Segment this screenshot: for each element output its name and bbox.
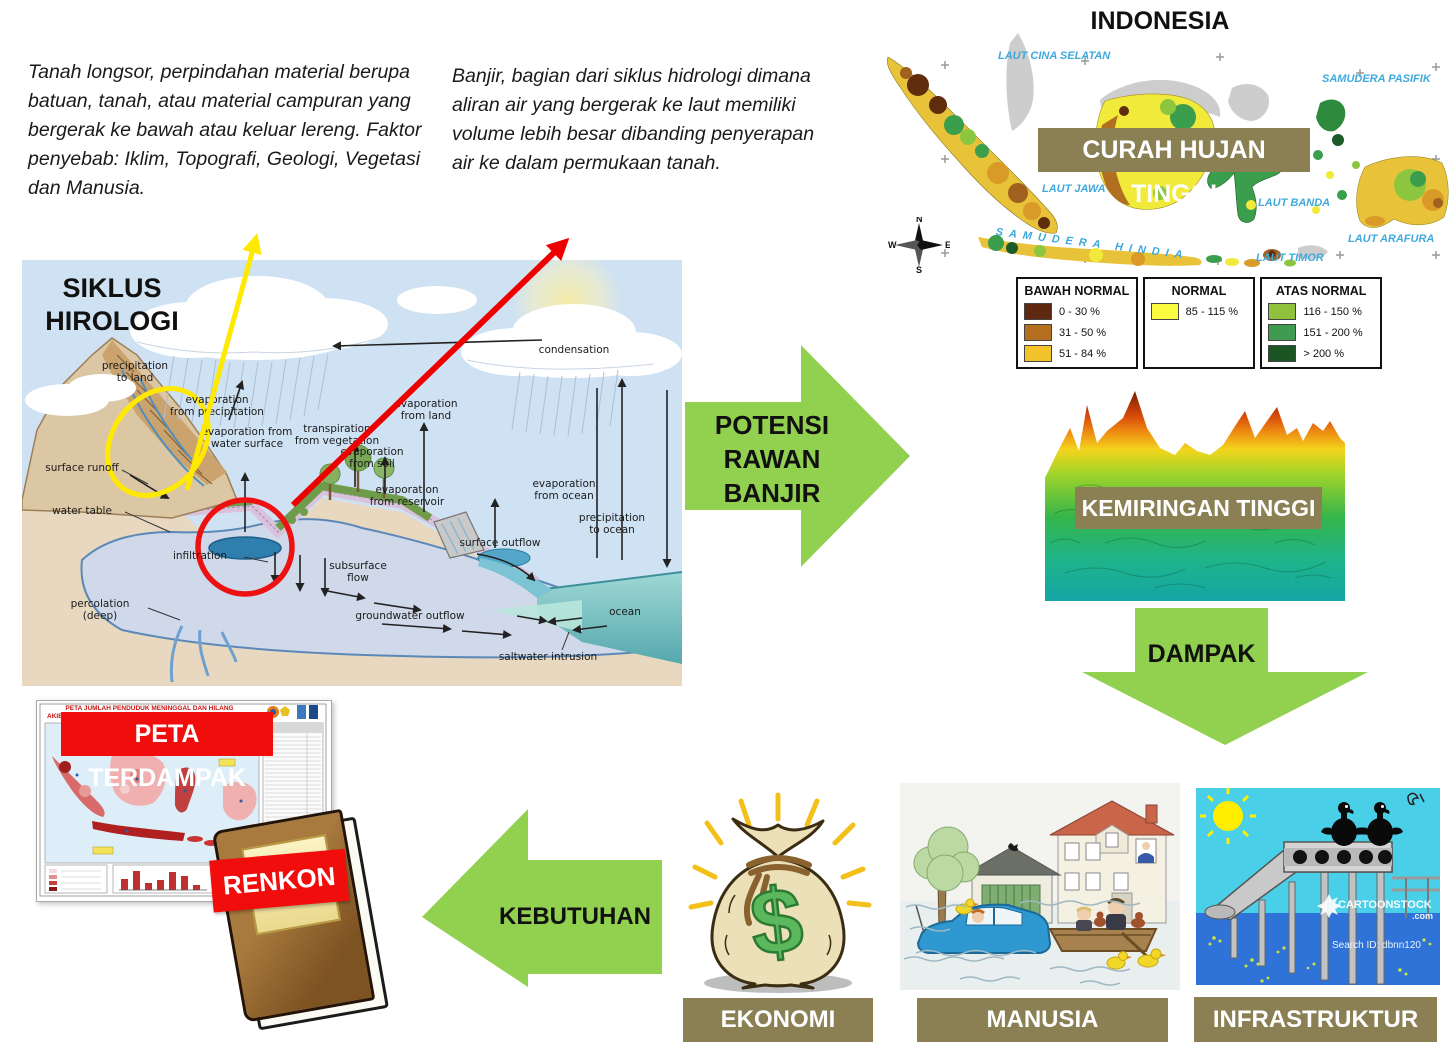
landslide-annotation: Tanah longsor, perpindahan material beru…: [28, 61, 422, 199]
sea-label-laut-timor: LAUT TIMOR: [1256, 252, 1324, 264]
svg-text:W: W: [888, 240, 897, 250]
diagram-label: condensation: [538, 344, 610, 356]
flood-highlight-circle: [195, 497, 295, 597]
terrain-image: KEMIRINGAN TINGGI: [1045, 383, 1345, 601]
watermark: CARTOONSTOCK .com Search ID: dbnn120: [1317, 894, 1433, 951]
diagram-label: evaporation from land: [394, 398, 458, 422]
potensi-arrow-label: POTENSI RAWAN BANJIR: [714, 410, 830, 508]
sea-label-laut-banda: LAUT BANDA: [1258, 197, 1331, 209]
money-bag-illustration: $: [688, 792, 872, 993]
kebutuhan-arrow: [422, 809, 662, 987]
legend-swatch: [1268, 345, 1297, 362]
diagram-label: infiltration: [172, 550, 228, 562]
rainfall-legend: BAWAH NORMAL 0 - 30 % 31 - 50 % 51 - 84 …: [1016, 277, 1382, 369]
legend-swatch: [1024, 345, 1052, 362]
dampak-arrow-label: DAMPAK: [1147, 640, 1256, 668]
renkon-book: RENKON: [209, 807, 389, 1031]
infrastruktur-label: INFRASTRUKTUR: [1194, 997, 1437, 1042]
hydrology-title: SIKLUS HIROLOGI: [45, 273, 179, 336]
diagram-label: evaporation from ocean: [532, 478, 596, 502]
legend-normal: NORMAL 85 - 115 %: [1142, 277, 1256, 369]
diagram-label: evaporation from reservoir: [369, 484, 445, 508]
hydrology-cycle-diagram: SIKLUS HIROLOGI precipitation to land ev…: [22, 260, 682, 686]
ekonomi-image: $: [683, 785, 873, 995]
diagram-label: surface outflow: [459, 537, 541, 549]
diagram-label: subsurface flow: [329, 560, 387, 584]
sea-label-samudera-pasifik: SAMUDERA PASIFIK: [1322, 73, 1431, 85]
diagram-label: ocean: [609, 606, 641, 618]
legend-bawah-normal: BAWAH NORMAL 0 - 30 % 31 - 50 % 51 - 84 …: [1016, 277, 1138, 369]
diagram-label: evaporation from water surface: [201, 426, 293, 450]
curah-hujan-tinggi-label: CURAH HUJAN TINGGI: [1038, 128, 1310, 208]
ekonomi-label: EKONOMI: [683, 998, 873, 1042]
svg-text:E: E: [945, 240, 950, 250]
indonesia-rainfall-map: INDONESIA: [870, 5, 1450, 273]
svg-text:S: S: [916, 265, 922, 273]
legend-swatch: [1150, 303, 1179, 320]
legend-swatch: [1024, 324, 1052, 341]
sun-icon: [1200, 788, 1256, 844]
diagram-label: percolation (deep): [70, 598, 130, 622]
legend-swatch: [1268, 324, 1297, 341]
kebutuhan-arrow-label: KEBUTUHAN: [499, 903, 651, 930]
legend-swatch: [1268, 303, 1297, 320]
peta-terdampak-banner: PETA TERDAMPAK: [61, 712, 273, 792]
sea-label-laut-jawa: LAUT JAWA: [1042, 183, 1106, 195]
sea-label-laut-arafura: LAUT ARAFURA: [1348, 233, 1435, 245]
svg-text:CARTOONSTOCK: CARTOONSTOCK: [1338, 899, 1432, 911]
vulture-icon: [1357, 802, 1403, 846]
diagram-label: evaporation from precipitation: [170, 394, 264, 418]
svg-text:N: N: [916, 217, 923, 224]
manusia-image: [900, 783, 1180, 990]
diagram-label: water table: [52, 505, 112, 517]
diagram-label: saltwater intrusion: [498, 651, 598, 663]
flood-scene-illustration: [900, 783, 1180, 990]
compass-rose-icon: N E S W: [888, 217, 950, 273]
svg-text:.com: .com: [1412, 911, 1433, 921]
kemiringan-tinggi-label: KEMIRINGAN TINGGI: [1075, 487, 1322, 529]
infrastruktur-image: CARTOONSTOCK .com Search ID: dbnn120: [1196, 788, 1440, 985]
svg-text:Search ID: dbnn120: Search ID: dbnn120: [1332, 940, 1421, 951]
dampak-arrow: [1082, 608, 1368, 745]
diagram-label: groundwater outflow: [355, 610, 465, 622]
flood-annotation: Banjir, bagian dari siklus hidrologi dim…: [452, 65, 815, 174]
indonesia-title: INDONESIA: [1090, 7, 1230, 35]
legend-swatch: [1024, 303, 1052, 320]
manusia-label: MANUSIA: [917, 998, 1168, 1042]
diagram-label: surface runoff: [45, 462, 119, 474]
diagram-label: evaporation from soil: [340, 446, 404, 470]
legend-atas-normal: ATAS NORMAL 116 - 150 % 151 - 200 % > 20…: [1260, 277, 1382, 369]
peta-doc-title-line1: PETA JUMLAH PENDUDUK MENINGGAL DAN HILAN…: [65, 705, 234, 712]
stilt-structure-cartoon: CARTOONSTOCK .com Search ID: dbnn120: [1196, 788, 1440, 985]
dollar-sign: $: [746, 869, 808, 976]
vulture-icon: [1321, 802, 1367, 846]
sea-label-laut-cina-selatan: LAUT CINA SELATAN: [998, 50, 1111, 62]
potensi-arrow: [685, 345, 910, 567]
diagram-label: transpiration from vegetation: [294, 423, 380, 447]
diagram-label: precipitation to land: [101, 360, 169, 384]
diagram-label: precipitation to ocean: [578, 512, 646, 536]
